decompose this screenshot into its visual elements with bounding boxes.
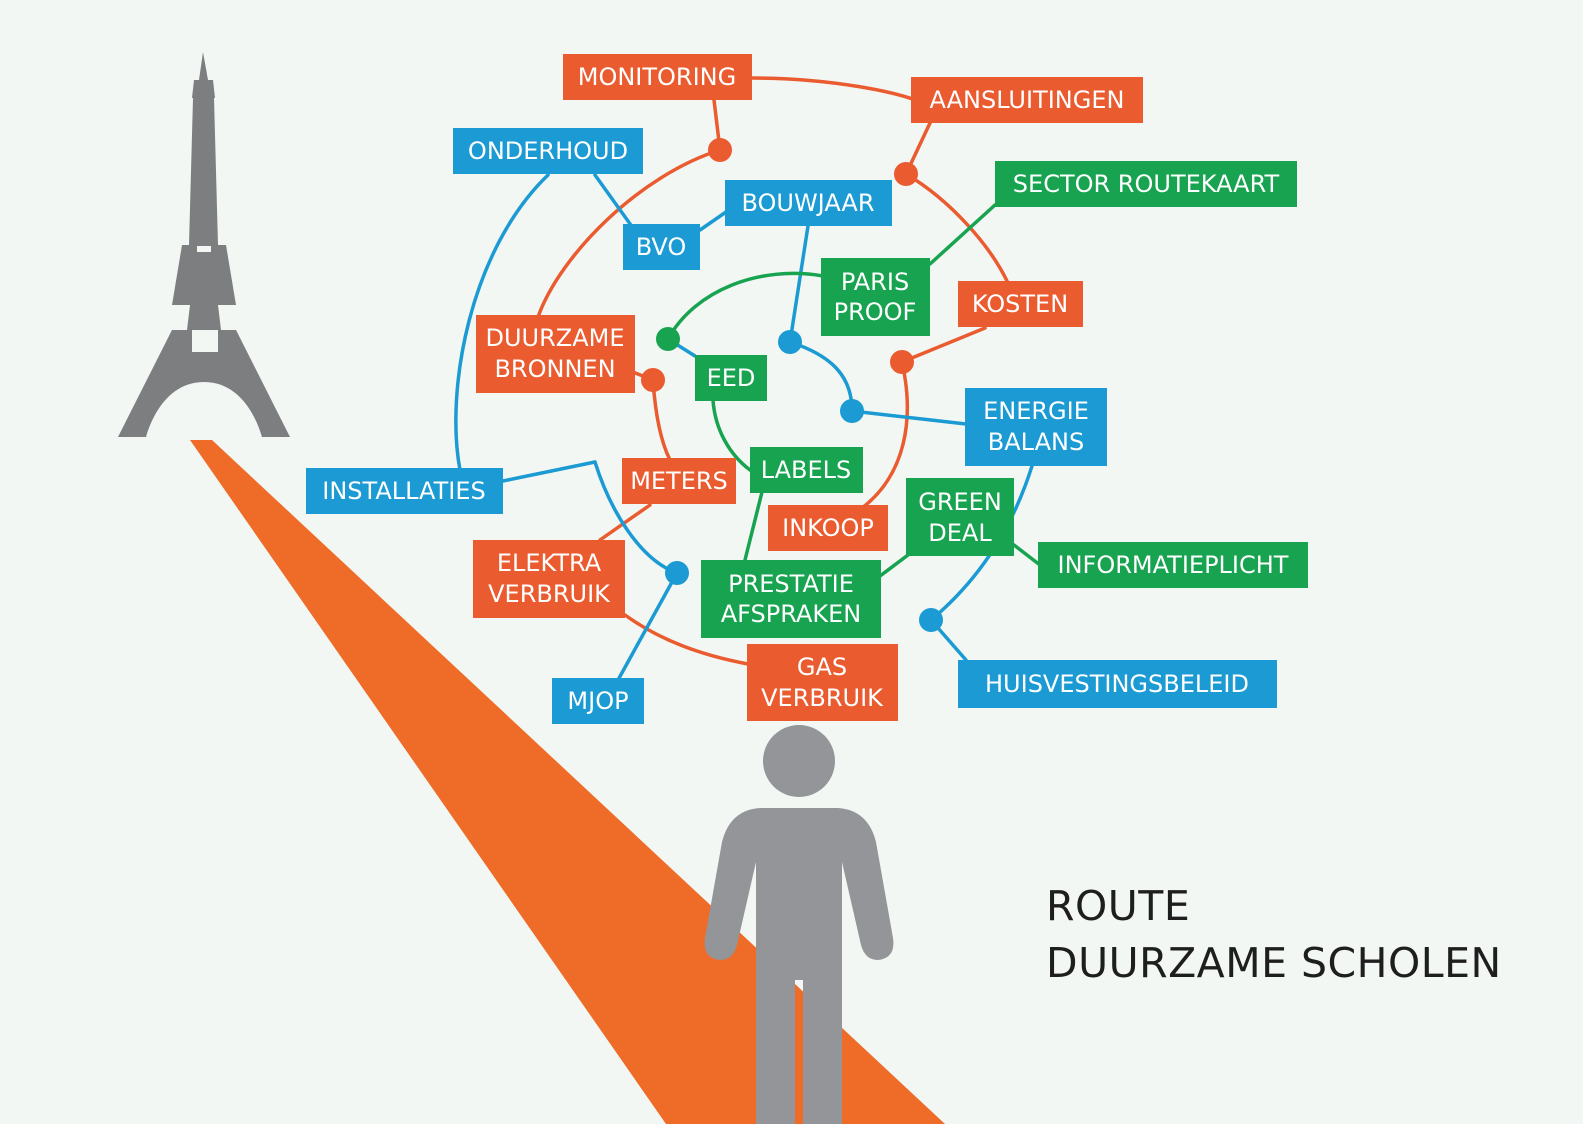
tag-huisvestingsbeleid: HUISVESTINGSBELEID: [958, 660, 1277, 708]
tag-energie-balans: ENERGIE BALANS: [965, 388, 1107, 466]
route-title-line2: DUURZAME SCHOLEN: [1046, 939, 1502, 987]
tag-label-line1: DUURZAME: [485, 324, 624, 352]
tag-label-line1: GREEN: [918, 488, 1002, 516]
tag-label-line1: PRESTATIE: [728, 570, 854, 598]
tag-label: BVO: [636, 233, 687, 261]
tag-paris-proof: PARIS PROOF: [821, 258, 930, 336]
tag-label: ONDERHOUD: [468, 137, 628, 165]
tag-label-line1: ENERGIE: [983, 397, 1089, 425]
tag-label: LABELS: [761, 456, 852, 484]
tag-kosten: KOSTEN: [958, 281, 1083, 327]
route-title-line1: ROUTE: [1046, 882, 1191, 930]
tag-informatieplicht: INFORMATIEPLICHT: [1038, 542, 1308, 588]
tag-label-line2: PROOF: [834, 298, 917, 326]
tag-label: MONITORING: [578, 63, 736, 91]
tag-monitoring: MONITORING: [563, 54, 752, 100]
tag-label: INSTALLATIES: [322, 477, 485, 505]
tag-label: INKOOP: [782, 514, 874, 542]
tag-green-deal: GREEN DEAL: [906, 478, 1014, 556]
route-title: ROUTE DUURZAME SCHOLEN: [1046, 878, 1502, 992]
tag-label-line2: AFSPRAKEN: [721, 600, 861, 628]
tag-label: HUISVESTINGSBELEID: [985, 670, 1249, 698]
tag-label-line2: BRONNEN: [494, 355, 615, 383]
node-dots: [641, 138, 943, 632]
tag-label-line2: DEAL: [928, 519, 992, 547]
tag-label-line1: PARIS: [841, 268, 909, 296]
tag-inkoop: INKOOP: [768, 505, 888, 551]
tag-mjop: MJOP: [552, 678, 644, 724]
tag-installaties: INSTALLATIES: [306, 468, 503, 514]
tag-sector-routekaart: SECTOR ROUTEKAART: [995, 161, 1297, 207]
tag-label-line1: ELEKTRA: [497, 549, 602, 577]
tag-duurzame-bronnen: DUURZAME BRONNEN: [476, 315, 635, 393]
tag-labels: LABELS: [750, 447, 863, 493]
tag-label: EED: [707, 364, 756, 392]
tag-label-line2: VERBRUIK: [488, 580, 611, 608]
tag-label: SECTOR ROUTEKAART: [1013, 170, 1280, 198]
tag-bvo: BVO: [623, 224, 700, 270]
eiffel-tower-icon: [118, 52, 290, 437]
tag-label: BOUWJAAR: [741, 189, 874, 217]
tag-label-line2: VERBRUIK: [761, 684, 884, 712]
tag-label: AANSLUITINGEN: [930, 86, 1125, 114]
tag-bouwjaar: BOUWJAAR: [725, 180, 892, 226]
tag-label-line1: GAS: [797, 653, 847, 681]
tag-elektra-verbruik: ELEKTRA VERBRUIK: [473, 540, 625, 618]
tag-label: METERS: [630, 467, 728, 495]
tag-eed: EED: [695, 355, 767, 401]
tag-aansluitingen: AANSLUITINGEN: [911, 77, 1143, 123]
tag-label: INFORMATIEPLICHT: [1058, 551, 1289, 579]
tag-prestatie-afspraken: PRESTATIE AFSPRAKEN: [701, 560, 881, 638]
tag-gas-verbruik: GAS VERBRUIK: [747, 644, 898, 721]
tag-label-line2: BALANS: [988, 428, 1084, 456]
person-icon: [704, 725, 894, 1124]
tag-onderhoud: ONDERHOUD: [453, 128, 643, 174]
tag-label: MJOP: [567, 687, 628, 715]
tag-label: KOSTEN: [972, 290, 1068, 318]
tag-meters: METERS: [622, 458, 736, 504]
